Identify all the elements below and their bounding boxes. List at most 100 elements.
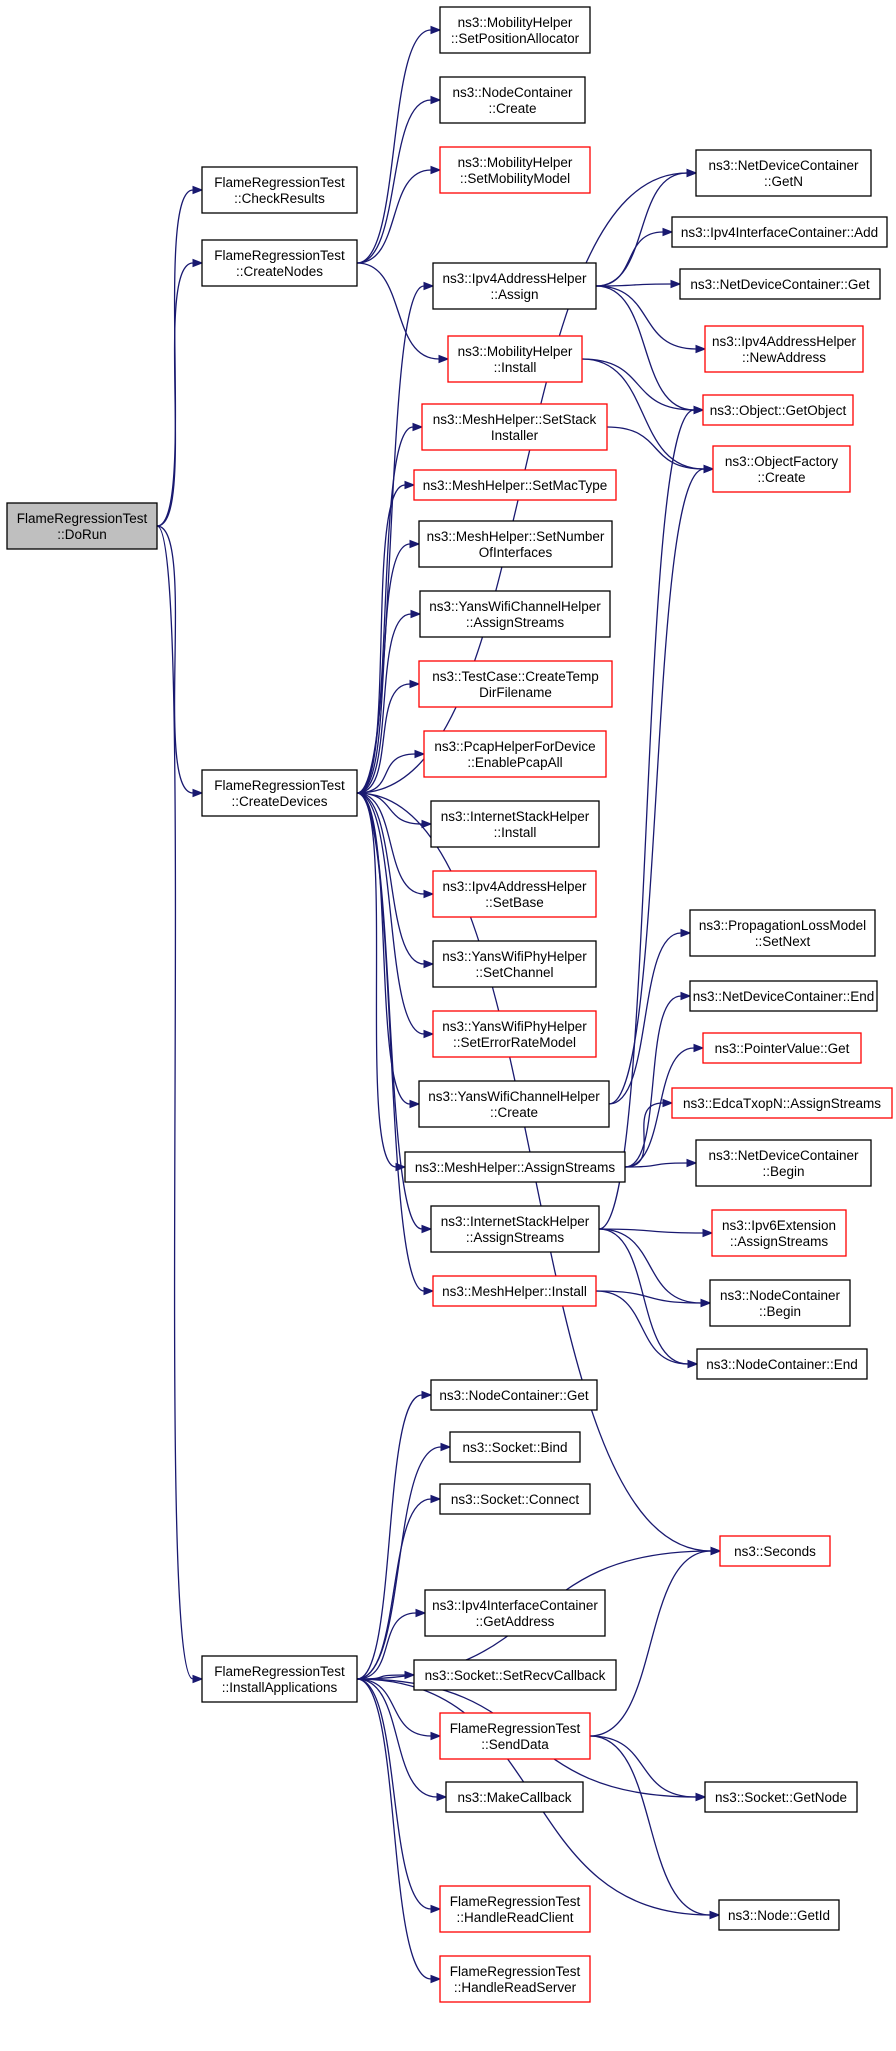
node-sock-bind[interactable]: ns3::Socket::Bind	[449, 1431, 581, 1463]
node-sock-recv[interactable]: ns3::Socket::SetRecvCallback	[413, 1659, 617, 1691]
arrowhead-ptr-get	[693, 1043, 705, 1053]
edge-create-devices-to-ip-set-base	[356, 792, 425, 895]
node-ip-if-add[interactable]: ns3::Ipv4InterfaceContainer::Add	[671, 216, 888, 248]
edge-send-data-to-node-get-id	[589, 1735, 711, 1916]
node-create-devices[interactable]: FlameRegressionTest::CreateDevices	[201, 769, 358, 817]
node-seconds[interactable]: ns3::Seconds	[719, 1535, 831, 1567]
node-mesh-install[interactable]: ns3::MeshHelper::Install	[432, 1275, 597, 1307]
node-inet-install[interactable]: ns3::InternetStackHelper::Install	[430, 800, 600, 848]
node-hrserver[interactable]: FlameRegressionTest::HandleReadServer	[439, 1955, 591, 2003]
node-mob-set-pos[interactable]: ns3::MobilityHelper::SetPositionAllocato…	[439, 6, 591, 54]
arrowhead-phy-set-err	[423, 1029, 435, 1039]
node-box	[702, 394, 854, 426]
node-ptr-get[interactable]: ns3::PointerValue::Get	[702, 1032, 862, 1064]
edge-do-run-to-create-devices	[156, 525, 194, 794]
arrowhead-make-cb	[436, 1792, 448, 1802]
node-ndcget[interactable]: ns3::NetDeviceContainer::Get	[679, 268, 881, 300]
node-label-line: ns3::TestCase::CreateTemp	[432, 669, 599, 684]
node-phy-set-ch[interactable]: ns3::YansWifiPhyHelper::SetChannel	[432, 940, 597, 988]
node-label-line: ns3::PcapHelperForDevice	[434, 739, 595, 754]
node-yans-ch-create[interactable]: ns3::YansWifiChannelHelper::Create	[418, 1080, 610, 1128]
node-box	[718, 1899, 840, 1931]
node-hrclient[interactable]: FlameRegressionTest::HandleReadClient	[439, 1885, 591, 1933]
node-box	[671, 1087, 893, 1119]
arrowhead-yans-ch-assign	[410, 609, 422, 619]
arrowhead-mob-set-pos	[430, 25, 442, 35]
node-label-line: ns3::Socket::GetNode	[715, 1790, 847, 1805]
node-check-results[interactable]: FlameRegressionTest::CheckResults	[201, 166, 358, 214]
node-ndcend[interactable]: ns3::NetDeviceContainer::End	[689, 980, 878, 1012]
node-box	[711, 1209, 847, 1257]
arrowhead-ndcbegin	[686, 1158, 698, 1168]
node-label-line: ns3::MeshHelper::AssignStreams	[415, 1160, 616, 1175]
node-pcap[interactable]: ns3::PcapHelperForDevice::EnablePcapAll	[423, 730, 607, 778]
node-send-data[interactable]: FlameRegressionTest::SendData	[439, 1712, 591, 1760]
node-create-nodes[interactable]: FlameRegressionTest::CreateNodes	[201, 239, 358, 287]
node-label-line: ::NewAddress	[742, 350, 826, 365]
node-obj-get[interactable]: ns3::Object::GetObject	[702, 394, 854, 426]
node-label-line: FlameRegressionTest	[214, 248, 345, 263]
node-install-applications[interactable]: FlameRegressionTest::InstallApplications	[201, 1655, 358, 1703]
arrowhead-install-applications	[192, 1674, 204, 1684]
node-ncget[interactable]: ns3::NodeContainer::Get	[430, 1379, 598, 1411]
edge-yans-ch-create-to-obj-fact-create	[608, 468, 705, 1105]
node-ip-new-addr[interactable]: ns3::Ipv4AddressHelper::NewAddress	[704, 325, 864, 373]
arrowhead-sock-connect	[430, 1494, 442, 1504]
node-mob-set-model[interactable]: ns3::MobilityHelper::SetMobilityModel	[439, 146, 591, 194]
node-ndcbegin[interactable]: ns3::NetDeviceContainer::Begin	[695, 1139, 872, 1187]
node-label-line: ns3::NodeContainer	[720, 1288, 841, 1303]
node-label-line: ::HandleReadServer	[454, 1980, 577, 1995]
node-ipv6-ext[interactable]: ns3::Ipv6Extension::AssignStreams	[711, 1209, 847, 1257]
node-yans-ch-assign[interactable]: ns3::YansWifiChannelHelper::AssignStream…	[419, 590, 611, 638]
node-edca[interactable]: ns3::EdcaTxopN::AssignStreams	[671, 1087, 893, 1119]
node-inet-assign[interactable]: ns3::InternetStackHelper::AssignStreams	[430, 1205, 600, 1253]
edge-create-devices-to-yans-ch-assign	[356, 613, 412, 794]
node-box	[430, 800, 600, 848]
edge-create-devices-to-mesh-mac	[356, 484, 406, 794]
node-ncbegin[interactable]: ns3::NodeContainer::Begin	[709, 1279, 851, 1327]
node-box	[404, 1151, 626, 1183]
arrowhead-check-results	[192, 185, 204, 195]
node-label-line: ns3::Ipv4AddressHelper	[442, 879, 587, 894]
node-mesh-mac[interactable]: ns3::MeshHelper::SetMacType	[413, 469, 617, 501]
node-box	[201, 769, 358, 817]
node-do-run[interactable]: FlameRegressionTest::DoRun	[6, 502, 158, 550]
node-label-line: ::SetChannel	[475, 965, 553, 980]
node-label-line: ns3::Node::GetId	[728, 1908, 830, 1923]
node-sock-connect[interactable]: ns3::Socket::Connect	[439, 1483, 591, 1515]
node-prop-set-next[interactable]: ns3::PropagationLossModel::SetNext	[689, 909, 876, 957]
node-nccreate[interactable]: ns3::NodeContainer::Create	[439, 76, 586, 124]
node-phy-set-err[interactable]: ns3::YansWifiPhyHelper::SetErrorRateMode…	[432, 1010, 597, 1058]
node-node-get-id[interactable]: ns3::Node::GetId	[718, 1899, 840, 1931]
node-label-line: ::InstallApplications	[222, 1680, 338, 1695]
node-obj-fact-create[interactable]: ns3::ObjectFactory::Create	[712, 445, 851, 493]
node-label-line: FlameRegressionTest	[450, 1721, 581, 1736]
node-box	[432, 262, 597, 310]
node-label-line: ::Install	[494, 360, 537, 375]
node-label-line: ns3::MobilityHelper	[458, 344, 573, 359]
edge-mob-install-to-obj-get	[581, 358, 695, 411]
node-make-cb[interactable]: ns3::MakeCallback	[445, 1781, 584, 1813]
arrowhead-seconds	[710, 1546, 722, 1556]
function-nodes: FlameRegressionTest::DoRunFlameRegressio…	[6, 6, 893, 2003]
edge-inet-assign-to-ncbegin	[598, 1228, 702, 1304]
node-label-line: OfInterfaces	[479, 545, 553, 560]
node-ncend[interactable]: ns3::NodeContainer::End	[696, 1348, 868, 1380]
node-label-line: ns3::PointerValue::Get	[715, 1041, 850, 1056]
node-ip-set-base[interactable]: ns3::Ipv4AddressHelper::SetBase	[432, 870, 597, 918]
node-box	[679, 268, 881, 300]
node-box	[432, 870, 597, 918]
node-ip-assign[interactable]: ns3::Ipv4AddressHelper::Assign	[432, 262, 597, 310]
node-ndcget-n[interactable]: ns3::NetDeviceContainer::GetN	[695, 149, 872, 197]
node-ip-if-get-addr[interactable]: ns3::Ipv4InterfaceContainer::GetAddress	[424, 1589, 606, 1637]
arrowhead-ndcend	[680, 991, 692, 1001]
node-box	[439, 1955, 591, 2003]
node-label-line: ns3::MobilityHelper	[458, 15, 573, 30]
node-sock-get-node[interactable]: ns3::Socket::GetNode	[704, 1781, 858, 1813]
node-mob-install[interactable]: ns3::MobilityHelper::Install	[447, 335, 583, 383]
node-label-line: ns3::MakeCallback	[457, 1790, 571, 1805]
node-mesh-assign[interactable]: ns3::MeshHelper::AssignStreams	[404, 1151, 626, 1183]
